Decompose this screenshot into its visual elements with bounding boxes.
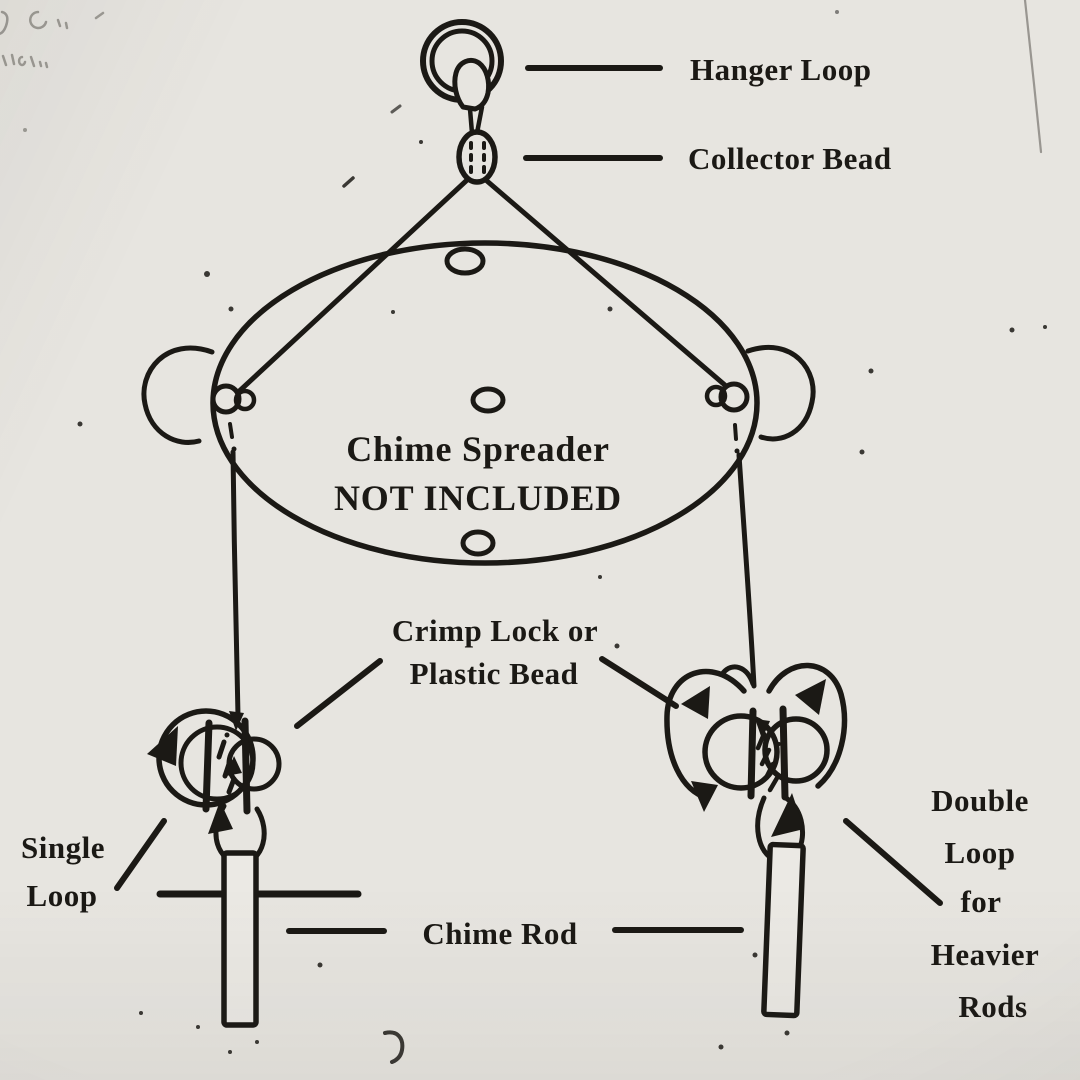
hanger-loop-label: Hanger Loop bbox=[690, 52, 871, 87]
pull-up-arrow bbox=[208, 801, 233, 834]
crimp-lock-label-line2: Plastic Bead bbox=[410, 656, 579, 691]
double-loop-assembly bbox=[664, 662, 848, 864]
cord-down-arrow-right bbox=[755, 719, 770, 739]
right-knot bbox=[718, 381, 750, 413]
right-ear-loop bbox=[745, 344, 816, 442]
collector-bead-drawing bbox=[456, 129, 498, 185]
cord-down-arrow bbox=[229, 711, 244, 731]
double-loop-label-line3: for bbox=[960, 884, 1001, 919]
crimp-lock-leader-left bbox=[294, 658, 383, 729]
scan-artifact-marks bbox=[0, 10, 105, 132]
collector-bead-label: Collector Bead bbox=[688, 141, 892, 176]
wrap-arrow-top-left bbox=[681, 686, 710, 719]
spreader-hole-center bbox=[470, 386, 506, 414]
left-knot bbox=[210, 383, 242, 415]
pull-up-arrow-right bbox=[771, 793, 804, 837]
double-loop-horn-right bbox=[766, 662, 848, 789]
chime-spreader-label-line2: NOT INCLUDED bbox=[334, 478, 622, 518]
double-loop-leader bbox=[843, 818, 943, 906]
single-loop-label-line1: Single bbox=[21, 830, 105, 865]
wrap-arrow-bottom-left bbox=[691, 781, 718, 812]
hanger-loop-drawing bbox=[420, 19, 504, 136]
double-loop-label-line2: Loop bbox=[945, 835, 1016, 870]
left-chime-rod-drawing bbox=[221, 850, 259, 1028]
single-loop-leader bbox=[114, 818, 167, 891]
double-loop-horn-left bbox=[664, 668, 747, 801]
ink-curl-mark bbox=[383, 1030, 405, 1064]
spreader-hole-bottom bbox=[460, 529, 496, 557]
double-loop-label-line1: Double bbox=[931, 783, 1029, 818]
spreader-hole-top bbox=[444, 246, 486, 276]
crimp-lock-leader-right bbox=[599, 656, 679, 709]
double-loop-label-line5: Rods bbox=[958, 989, 1027, 1024]
single-loop-assembly bbox=[147, 708, 282, 867]
chime-spreader-label-line1: Chime Spreader bbox=[346, 429, 610, 469]
cord-end-bead bbox=[452, 57, 492, 112]
left-ear-loop bbox=[141, 345, 215, 445]
wrap-arrow-top-right bbox=[795, 679, 826, 715]
right-chime-rod-drawing bbox=[761, 841, 806, 1019]
drop-cords bbox=[230, 449, 757, 719]
chime-rod-label: Chime Rod bbox=[422, 916, 577, 951]
page-crease-line bbox=[1023, 0, 1043, 154]
crimp-lock-label-line1: Crimp Lock or bbox=[392, 613, 598, 648]
single-loop-label-line2: Loop bbox=[27, 878, 98, 913]
left-drop-cord bbox=[230, 449, 241, 719]
crimp-bead-left bbox=[202, 719, 213, 813]
crimp-bead-right bbox=[747, 707, 757, 800]
right-drop-cord bbox=[736, 452, 757, 689]
cord-top-curl bbox=[720, 664, 756, 687]
diagram-labels: Hanger Loop Collector Bead Chime Spreade… bbox=[21, 52, 1039, 1024]
support-strings bbox=[231, 178, 736, 399]
loop-direction-arrow bbox=[147, 726, 178, 766]
photocopy-specks bbox=[77, 10, 1047, 1064]
double-loop-label-line4: Heavier bbox=[931, 937, 1040, 972]
leader-lines bbox=[114, 65, 943, 934]
